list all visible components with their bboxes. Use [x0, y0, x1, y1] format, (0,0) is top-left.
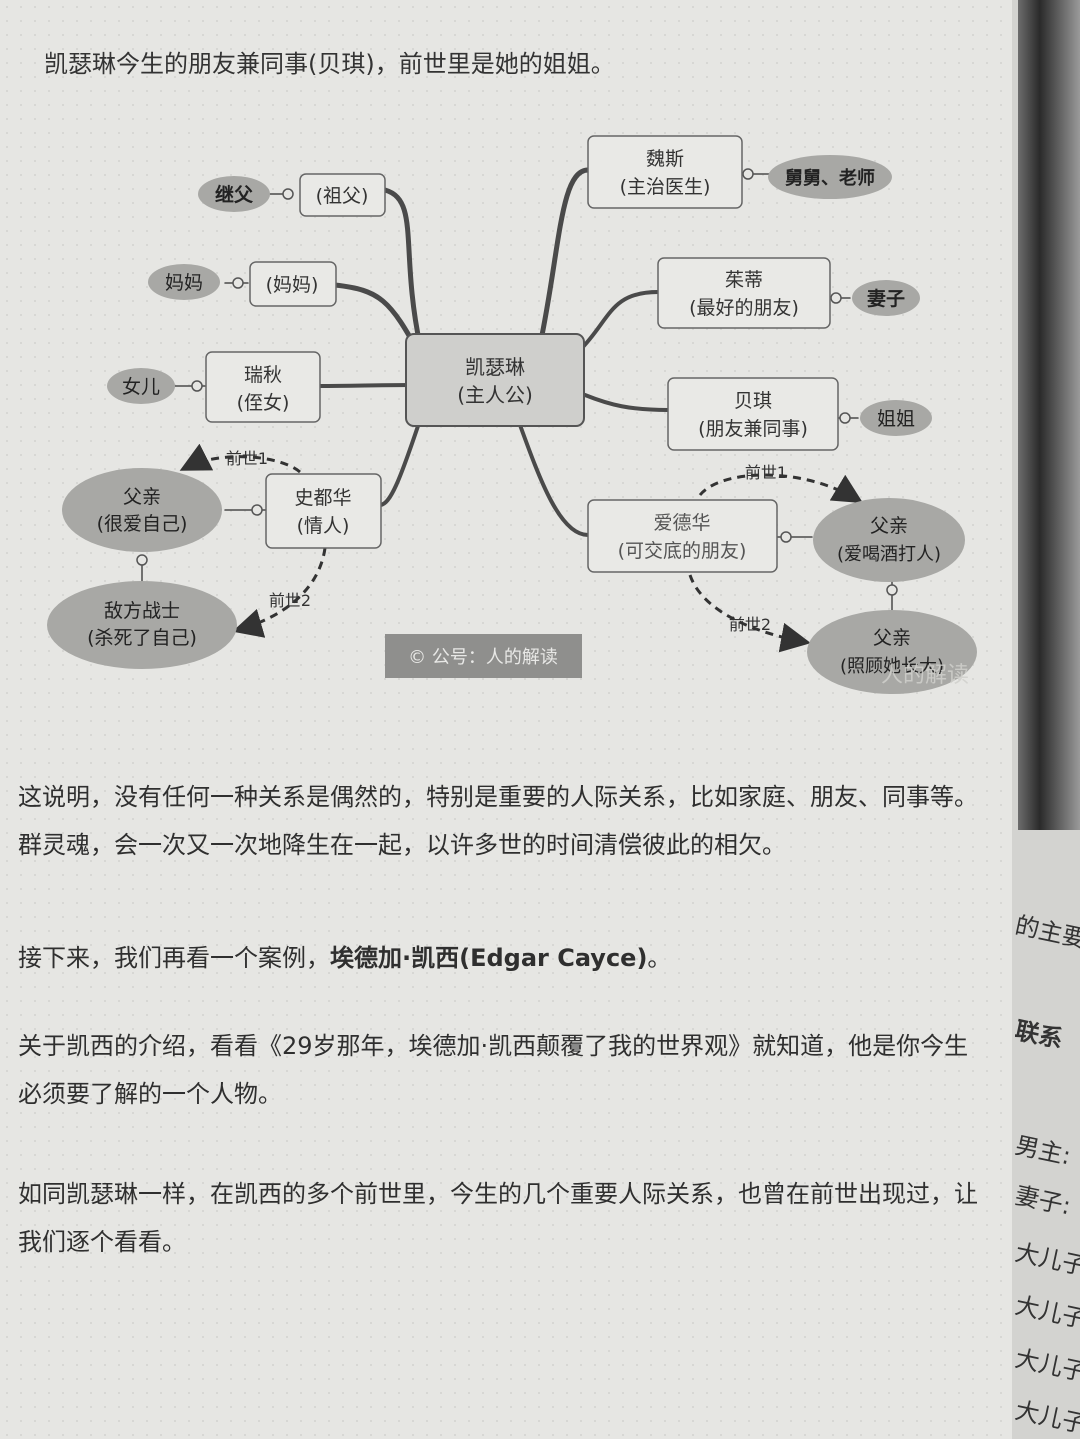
paragraph-2: 接下来，我们再看一个案例，埃德加·凯西(Edgar Cayce)。 [18, 934, 993, 982]
aidehua-role: (可交底的朋友) [618, 540, 747, 562]
p2-prefix: 接下来，我们再看一个案例， [18, 944, 330, 972]
diagram-caption: 凯瑟琳今生的朋友兼同事(贝琪)，前世里是她的姐姐。 [44, 50, 615, 78]
paragraph-3: 关于凯西的介绍，看看《29岁那年，埃德加·凯西颠覆了我的世界观》就知道，他是你今… [18, 1022, 993, 1118]
center-role: (主人公) [457, 383, 533, 407]
ruiqiu-tag: 女儿 [122, 376, 160, 398]
adjacent-text-2: 联系 [1012, 1016, 1066, 1054]
paragraph-4: 如同凯瑟琳一样，在凯西的多个前世里，今生的几个重要人际关系，也曾在前世出现过，让… [18, 1170, 993, 1266]
right1-label: 前世1 [745, 463, 787, 482]
left1-label: 前世1 [226, 449, 268, 468]
watermark-overlay: 人的解读 [881, 663, 969, 688]
adjacent-text-3: 男主: [1012, 1131, 1074, 1171]
p1-line1: 这说明，没有任何一种关系是偶然的，特别是重要的人际关系，比如家庭、朋友、同事等。 [18, 783, 978, 811]
left2-label: 前世2 [269, 591, 311, 610]
relationship-mindmap: 凯瑟琳 (主人公) (祖父) 继父 (妈妈) 妈妈 瑞秋 (侄女) 女儿 史都华… [47, 135, 977, 694]
center-name: 凯瑟琳 [465, 355, 525, 379]
p2-bold: 埃德加·凯西(Edgar Cayce) [330, 944, 648, 972]
moldi-tag: 妻子 [867, 287, 905, 310]
p4-line1: 如同凯瑟琳一样，在凯西的多个前世里，今生的几个重要人际关系，也曾在前世出现过，让 [18, 1180, 978, 1208]
adjacent-text-1: 的主要 [1012, 911, 1080, 954]
weisi-tag: 舅舅、老师 [785, 167, 875, 189]
mama-role: (妈妈) [266, 274, 319, 296]
p1-line2: 群灵魂，会一次又一次地降生在一起，以许多世的时间清偿彼此的相欠。 [18, 831, 786, 859]
right2-name: 父亲 [873, 627, 911, 649]
shidubu-name: 史都华 [294, 487, 351, 509]
adjacent-photo [1018, 0, 1080, 830]
p4-line2: 我们逐个看看。 [18, 1228, 186, 1256]
watermark-badge: © 公号：人的解读 [408, 647, 558, 668]
left2-role: (杀死了自己) [87, 627, 197, 649]
p3-line1: 关于凯西的介绍，看看《29岁那年，埃德加·凯西颠覆了我的世界观》就知道，他是你今… [18, 1032, 969, 1060]
adjacent-text-6: 大儿子 [1012, 1291, 1080, 1334]
zufu-tag: 继父 [215, 183, 254, 206]
right1-name: 父亲 [870, 515, 908, 537]
zufu-role: (祖父) [316, 185, 369, 207]
right2-role: (照顾她长大) [840, 656, 944, 677]
adjacent-text-8: 大儿子 [1012, 1396, 1080, 1439]
book-page: 凯瑟琳今生的朋友兼同事(贝琪)，前世里是她的姐姐。 [0, 0, 1012, 1439]
adjacent-text-4: 妻子: [1012, 1181, 1074, 1221]
ruiqiu-role: (侄女) [237, 392, 290, 414]
adjacent-page: 的主要 联系 男主: 妻子: 大儿子 大儿子 大儿子 大儿子 [1012, 0, 1080, 1439]
moldi-name: 茱蒂 [725, 269, 763, 291]
aidehua-name: 爱德华 [653, 512, 710, 534]
p3-line2: 必须要了解的一个人物。 [18, 1080, 282, 1108]
paragraph-1: 这说明，没有任何一种关系是偶然的，特别是重要的人际关系，比如家庭、朋友、同事等。… [18, 773, 993, 869]
left2-name: 敌方战士 [104, 600, 180, 622]
mama-tag: 妈妈 [165, 272, 203, 294]
weisi-name: 魏斯 [646, 148, 684, 170]
left1-name: 父亲 [123, 486, 161, 508]
moldi-role: (最好的朋友) [689, 297, 799, 319]
right1-role: (爱喝酒打人) [837, 544, 941, 565]
adjacent-text-5: 大儿子 [1012, 1238, 1080, 1281]
right2-label: 前世2 [729, 615, 771, 634]
beiqi-name: 贝琪 [734, 390, 772, 412]
ruiqiu-name: 瑞秋 [244, 364, 282, 386]
weisi-role: (主治医生) [620, 176, 711, 198]
p2-suffix: 。 [647, 944, 672, 972]
left1-role: (很爱自己) [97, 513, 188, 535]
shidubu-role: (情人) [297, 515, 350, 537]
beiqi-tag: 姐姐 [877, 408, 915, 430]
adjacent-text-7: 大儿子 [1012, 1344, 1080, 1387]
beiqi-role: (朋友兼同事) [698, 418, 808, 440]
